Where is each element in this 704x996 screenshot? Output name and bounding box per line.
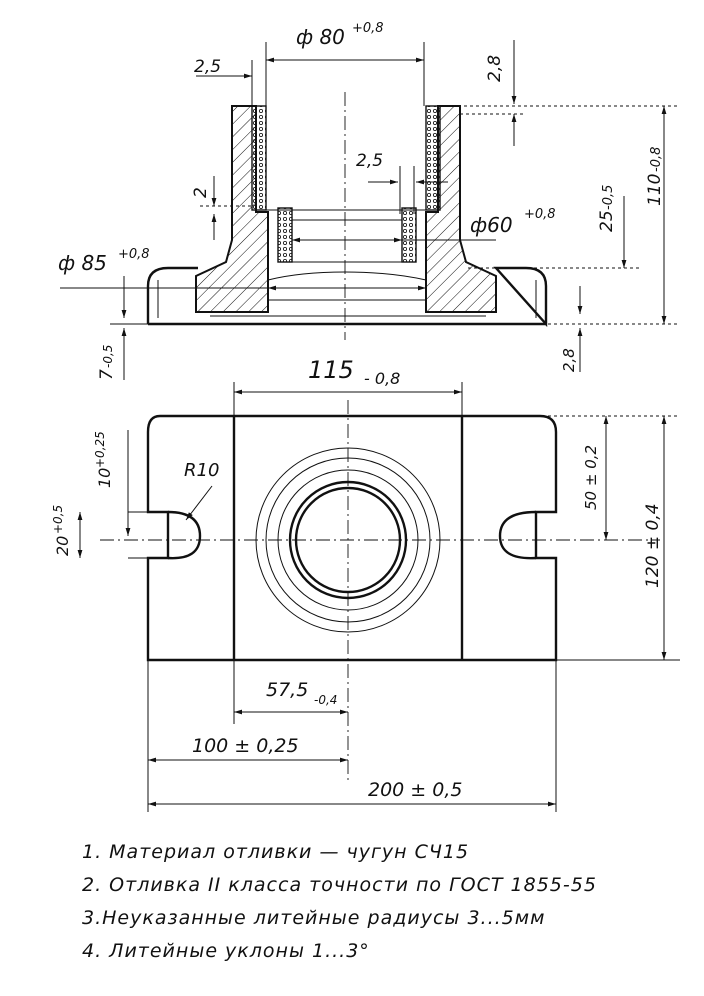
dim-w115-tol: - 0,8 <box>364 369 400 388</box>
dim-d60: ф60 <box>470 213 513 237</box>
dim-d200: 200 ± 0,5 <box>368 779 462 801</box>
dim-wall-top: 2,5 <box>194 57 221 77</box>
dim-top-28: 2,8 <box>485 55 505 82</box>
dim-d85: ф 85 <box>58 251 107 275</box>
dim-slot10-tol: +0,25 <box>93 431 107 468</box>
note-accuracy-class: 2. Отливка II класса точности по ГОСТ 18… <box>82 874 597 896</box>
dim-d100: 100 ± 0,25 <box>192 735 299 757</box>
dim-d575: 57,5 <box>266 679 308 701</box>
dim-slot20: 20 <box>53 536 72 556</box>
dim-inner25: 2,5 <box>356 151 383 171</box>
section-view <box>60 40 680 380</box>
left-slot <box>167 510 202 560</box>
plan-outline <box>146 414 558 662</box>
dim-h110-tol: -0,8 <box>649 147 664 172</box>
dim-step2: 2 <box>191 187 211 198</box>
note-draft-angles: 4. Литейные уклоны 1...3° <box>82 940 370 962</box>
casting-drawing: ф 80 +0,8 2,5 2,8 110 -0,8 25 -0,5 2 2,5… <box>51 21 680 812</box>
dim-slot10: 10 <box>95 468 114 488</box>
dim-slot20-tol: +0,5 <box>51 505 65 534</box>
dim-h120: 120 ± 0,4 <box>643 503 663 588</box>
dim-h50: 50 ± 0,2 <box>582 445 600 510</box>
dim-d575-tol: -0,4 <box>314 693 337 707</box>
right-wall-section <box>425 105 497 313</box>
technical-notes: 1. Материал отливки — чугун СЧ15 2. Отли… <box>82 836 702 968</box>
base-flange <box>146 266 548 328</box>
dim-d85-tol: +0,8 <box>118 247 150 262</box>
dim-d60-tol: +0,8 <box>524 207 556 222</box>
dim-h7-tol: -0,5 <box>101 345 115 368</box>
right-lower-lining <box>401 207 417 263</box>
dim-h25: 25 <box>597 210 617 232</box>
dim-d80: ф 80 <box>296 25 345 49</box>
dim-base28: 2,8 <box>560 348 578 372</box>
dim-h25-tol: -0,5 <box>601 185 616 210</box>
note-casting-radii: 3.Неуказанные литейные радиусы 3...5мм <box>82 907 546 929</box>
dim-w115: 115 <box>308 356 354 384</box>
left-upper-lining <box>251 105 267 211</box>
right-slot <box>498 510 537 560</box>
plan-view <box>77 382 680 812</box>
note-material: 1. Материал отливки — чугун СЧ15 <box>82 841 470 863</box>
dim-d80-tol: +0,8 <box>352 21 384 36</box>
right-upper-lining <box>425 105 441 211</box>
dim-h110: 110 <box>645 174 665 206</box>
dim-r10: R10 <box>184 460 219 481</box>
dim-h7: 7 <box>97 369 117 380</box>
left-lower-lining <box>277 207 293 263</box>
